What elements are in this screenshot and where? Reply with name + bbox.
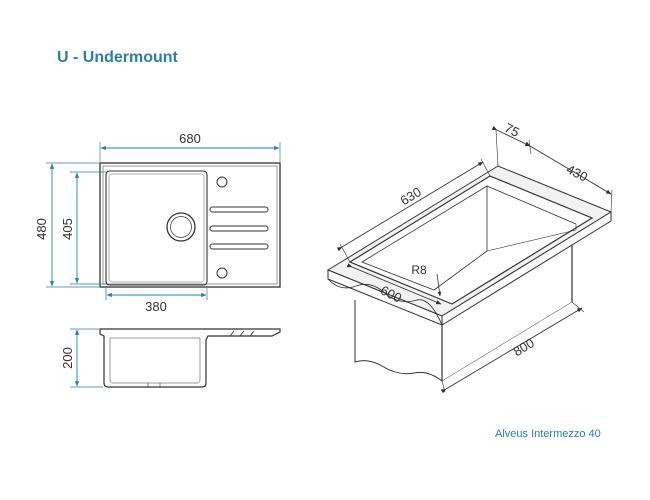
dim-label-430: 430	[564, 161, 590, 184]
dim-label-680: 680	[179, 131, 201, 146]
dim-label-r8: R8	[411, 263, 427, 277]
dim-label-630: 630	[398, 184, 424, 208]
iso-view: R8 75 430 630 600	[326, 120, 613, 394]
tap-hole-icon	[216, 176, 228, 188]
top-view: 680 480 405 380	[34, 131, 281, 314]
dim-label-380: 380	[145, 299, 167, 314]
bowl-outline	[105, 170, 208, 286]
dim-label-800: 800	[511, 335, 537, 359]
dim-height-480: 480	[34, 162, 99, 288]
product-caption: Alveus Intermezzo 40	[495, 428, 601, 440]
dim-label-405: 405	[60, 218, 75, 240]
drain-icon	[166, 212, 196, 242]
sink-inner-edge	[102, 165, 278, 285]
dim-depth-200: 200	[60, 328, 103, 388]
dim-label-75: 75	[502, 120, 522, 140]
page-title: U - Undermount	[57, 49, 178, 66]
overflow-icon	[216, 267, 228, 279]
dim-label-200: 200	[60, 347, 75, 369]
dim-width-380: 380	[105, 286, 208, 314]
dim-width-680: 680	[99, 131, 281, 162]
drainer-grooves	[209, 206, 269, 250]
cabinet-left-panel	[354, 300, 443, 383]
dim-height-405: 405	[60, 171, 106, 285]
side-view: 200	[60, 328, 281, 388]
dim-label-480: 480	[34, 218, 49, 240]
sink-outline	[99, 162, 281, 288]
side-profile	[99, 328, 281, 388]
dim-cabinet-800: 800	[440, 301, 585, 394]
dim-rim-75: 75	[491, 120, 532, 167]
